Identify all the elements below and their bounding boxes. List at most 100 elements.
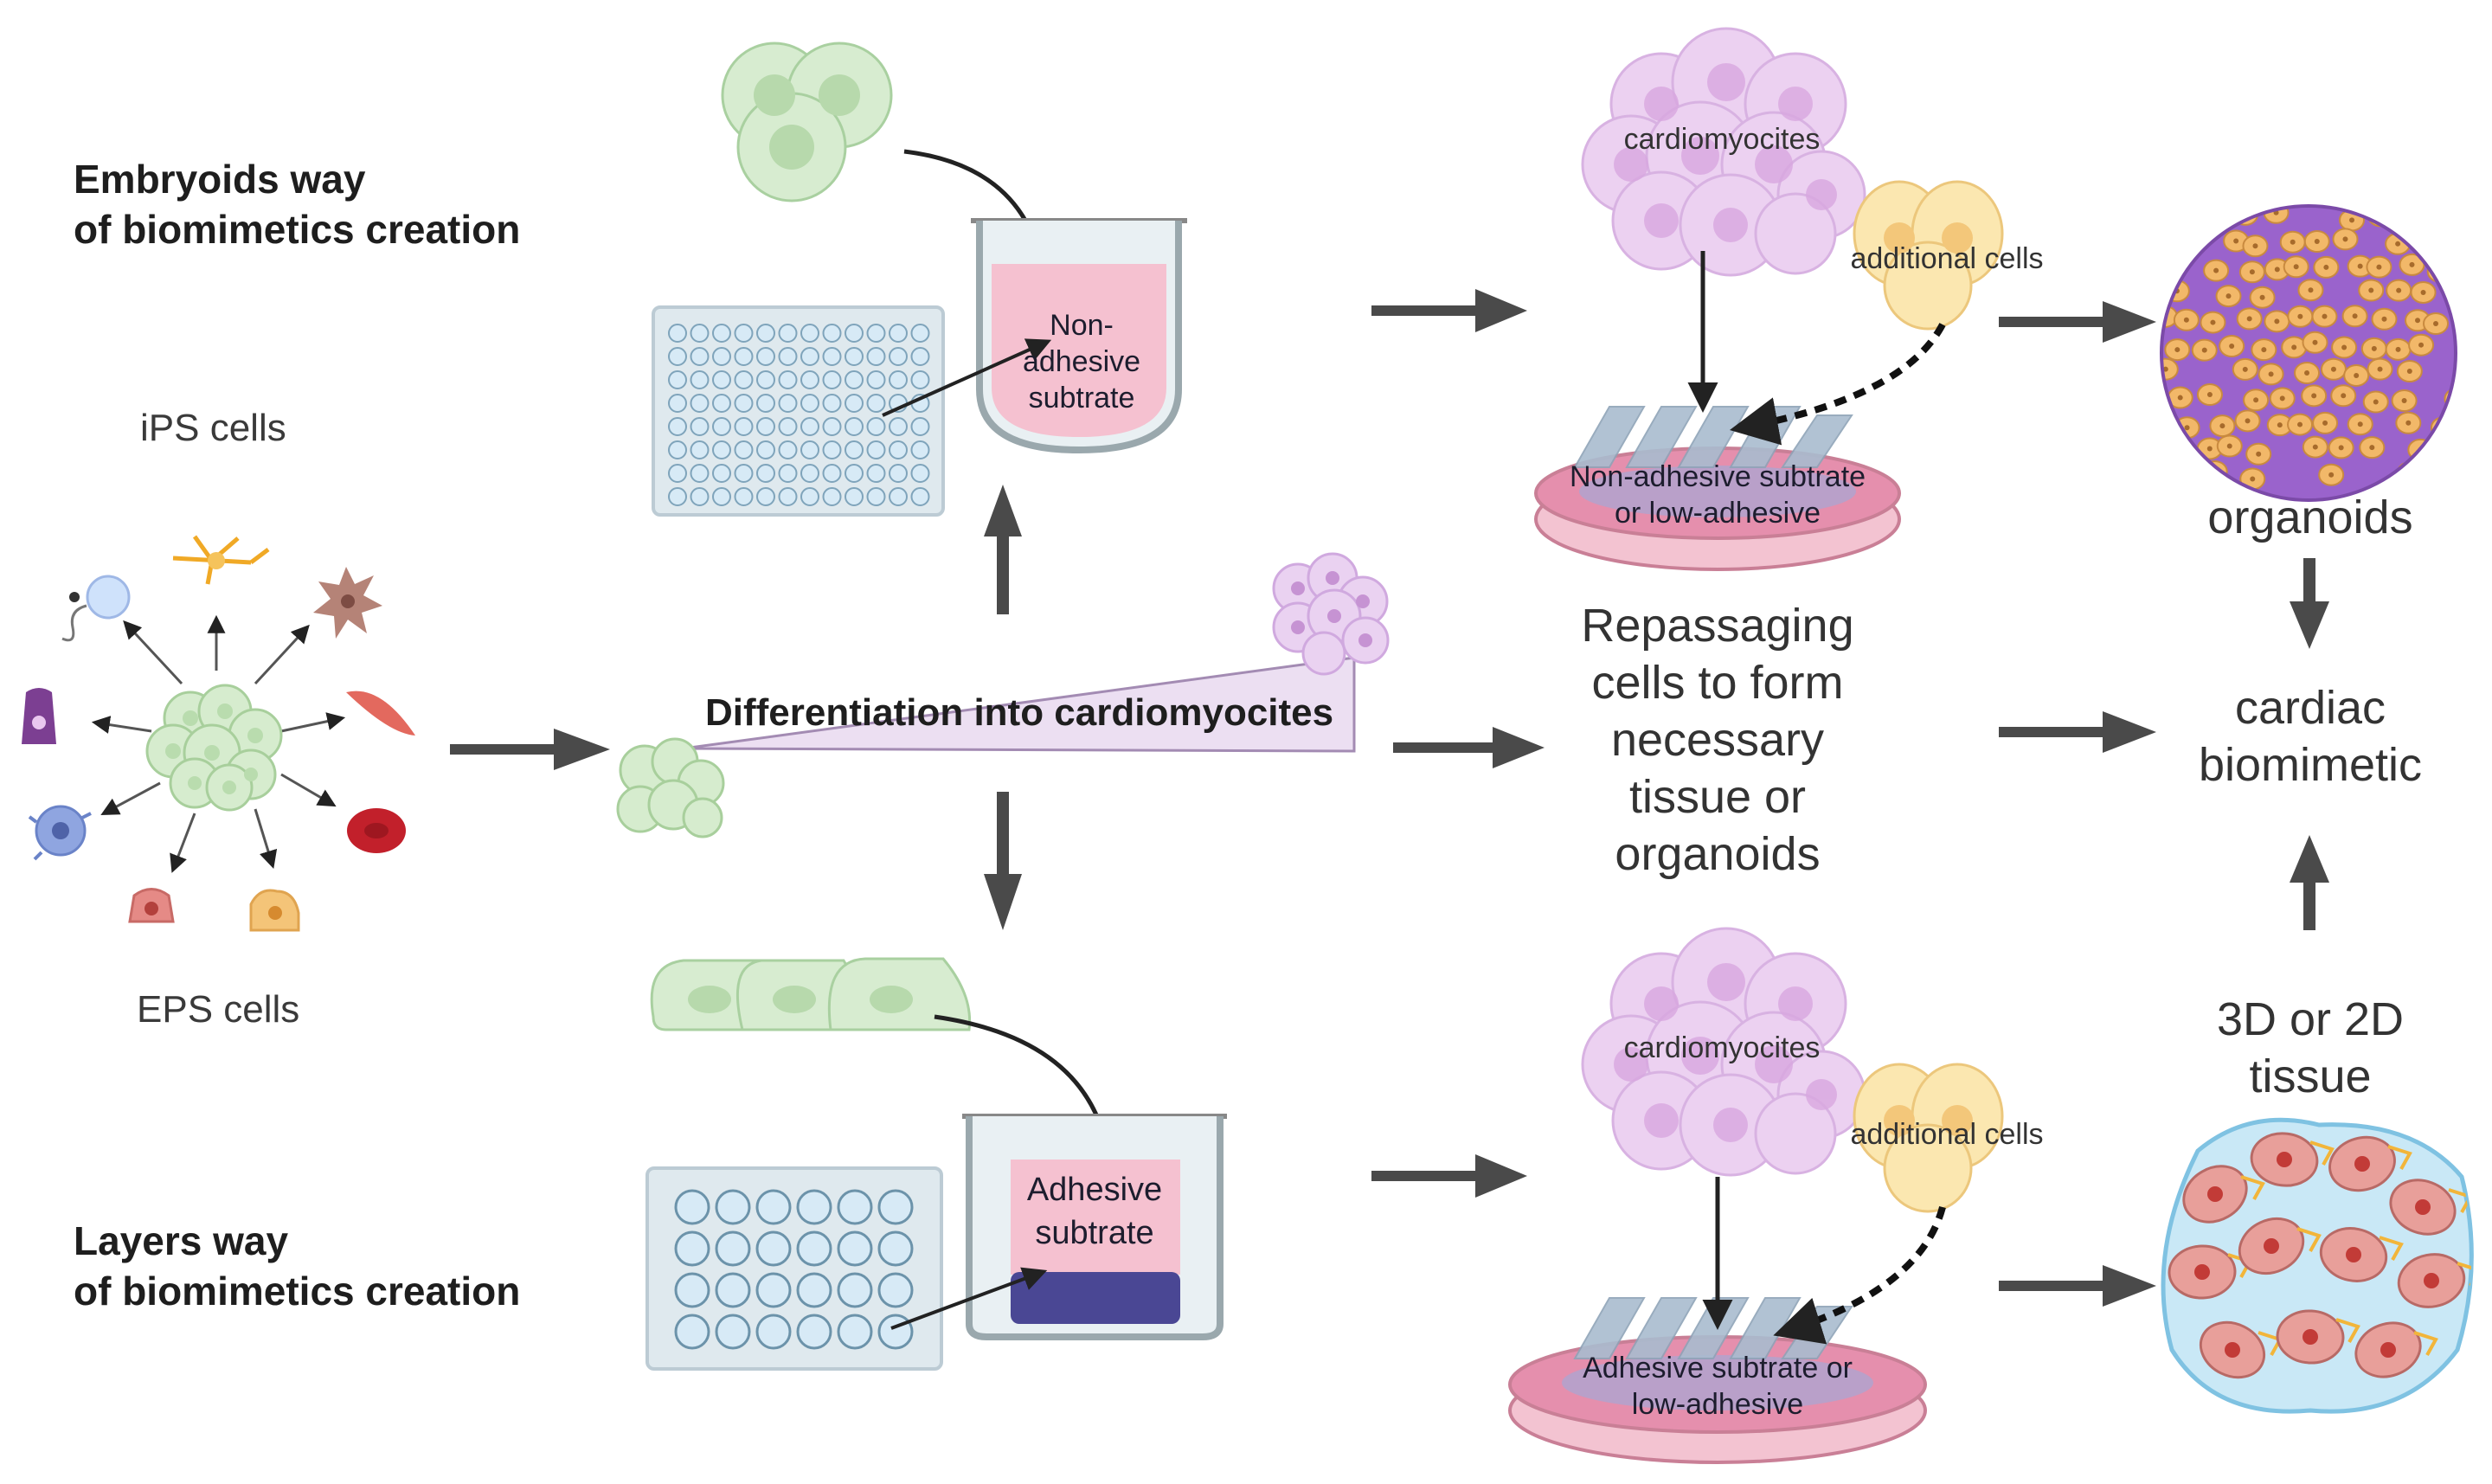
top-well-plate [652, 305, 945, 517]
arrow-to-cardiac [1999, 711, 2156, 753]
organoid-cell [2422, 462, 2449, 485]
organoid-cell-nucleus [2293, 264, 2299, 270]
cardiac-line1: cardiac [2234, 682, 2386, 734]
plate-well [866, 417, 886, 436]
repassaging-line2: cells to form [1591, 657, 1844, 709]
organoid-cell-nucleus [2349, 217, 2355, 223]
top-dish-line2: or low-adhesive [1614, 497, 1821, 530]
organoid-cell-nucleus [2256, 451, 2262, 457]
tissue-fiber [2413, 1331, 2438, 1356]
organoid-cell-nucleus [2308, 287, 2314, 293]
organoid-cell-nucleus [2395, 346, 2401, 352]
arrow-plate-to-top-well [882, 338, 1052, 417]
organoid-cell-nucleus [2429, 238, 2435, 244]
top-well-label: Non- adhesive subtrate [1008, 307, 1155, 416]
plate-well [837, 1272, 873, 1308]
tissue-cell-nucleus [2415, 1199, 2431, 1215]
organoid-cell-nucleus [2210, 319, 2216, 325]
tissue-cell-nucleus [2354, 1156, 2370, 1172]
organoid-cell-nucleus [2406, 470, 2412, 476]
organoid-cell-nucleus [2330, 366, 2336, 372]
plate-well [910, 487, 930, 506]
plate-well [845, 347, 864, 366]
plate-well [690, 440, 710, 459]
plate-well [674, 1189, 710, 1225]
plate-well [866, 324, 886, 343]
plate-well [668, 440, 687, 459]
top-petri-dish [1534, 406, 1901, 571]
organoid-cell-nucleus [2180, 239, 2187, 245]
tissue-line2: tissue [2249, 1050, 2372, 1102]
organoid-cell-nucleus [2405, 420, 2412, 426]
organoid-cell-nucleus [2253, 397, 2259, 403]
plate-well [778, 394, 798, 413]
cardiac-line2: biomimetic [2198, 739, 2423, 791]
plate-well [866, 347, 886, 366]
flow-arrows [450, 289, 2329, 1307]
arrow-to-organoids [1999, 301, 2156, 343]
organoid-cell-nucleus [2226, 443, 2232, 449]
plate-well [800, 440, 819, 459]
plate-well [690, 487, 710, 506]
organoid-cell-nucleus [2213, 267, 2219, 273]
organoid-cell-nucleus [2312, 339, 2318, 345]
plate-well [712, 370, 731, 389]
plate-well [845, 417, 864, 436]
organoid-cell-nucleus [2433, 320, 2439, 326]
plate-well [756, 347, 775, 366]
plate-well [756, 324, 775, 343]
star-cell-icon [313, 567, 382, 639]
plate-well [877, 1189, 914, 1225]
tissue-fiber [2379, 1236, 2404, 1261]
plate-well [778, 370, 798, 389]
bottom-dish-line1: Adhesive subtrate or [1583, 1352, 1853, 1384]
macrophage-icon [28, 805, 92, 861]
plate-well [712, 440, 731, 459]
plate-well [778, 487, 798, 506]
plate-well [837, 1230, 873, 1267]
organoid-cell-nucleus [2304, 369, 2310, 376]
plate-well [712, 347, 731, 366]
organoid-cell-nucleus [2371, 345, 2377, 351]
organoid-cell [2161, 256, 2176, 279]
organoid-cell-nucleus [2354, 372, 2360, 378]
organoid-cell-nucleus [2274, 267, 2280, 273]
plate-well [690, 347, 710, 366]
plate-well [756, 417, 775, 436]
organoid-cell [2441, 230, 2456, 254]
plate-well [668, 487, 687, 506]
layers-heading: Layers way of biomimetics creation [74, 1216, 520, 1316]
tissue-fiber [2335, 1318, 2360, 1343]
muscle-cell-icon [346, 691, 415, 736]
plate-well [889, 417, 908, 436]
organoid-cell-nucleus [2357, 421, 2363, 427]
organoid-cell-nucleus [2415, 318, 2421, 324]
tissue-cell-nucleus [2225, 1342, 2240, 1358]
organoid-cell-nucleus [2297, 313, 2303, 319]
ips-cells-label: iPS cells [140, 407, 286, 449]
organoid-cell-nucleus [2323, 264, 2329, 270]
tissue-cell-nucleus [2194, 1264, 2210, 1280]
arrow-down-to-bottom-well [984, 792, 1022, 930]
top-well-line2: adhesive [1022, 345, 1141, 378]
plate-well [712, 464, 731, 483]
tissue-cell-nucleus [2277, 1152, 2292, 1167]
tissue-cell-nucleus [2264, 1238, 2279, 1254]
plate-well [715, 1189, 751, 1225]
plate-well [822, 464, 842, 483]
plate-well [674, 1230, 710, 1267]
plate-well [796, 1272, 832, 1308]
plate-well [734, 324, 754, 343]
organoid-cell [2180, 468, 2206, 491]
plate-well [866, 487, 886, 506]
cardiac-biomimetic-label: cardiac biomimetic [2137, 679, 2483, 793]
organoid-cell-nucleus [2376, 264, 2382, 270]
embryoids-heading: Embryoids way of biomimetics creation [74, 154, 520, 254]
organoid-cell-nucleus [2341, 393, 2347, 399]
bottom-well-label: Adhesive subtrate [1008, 1168, 1181, 1255]
arrow-to-tissue [1999, 1265, 2156, 1307]
plate-well [668, 347, 687, 366]
bottom-dish-line2: low-adhesive [1631, 1388, 1804, 1421]
organoid-cell-nucleus [2341, 344, 2347, 350]
plate-well [845, 464, 864, 483]
